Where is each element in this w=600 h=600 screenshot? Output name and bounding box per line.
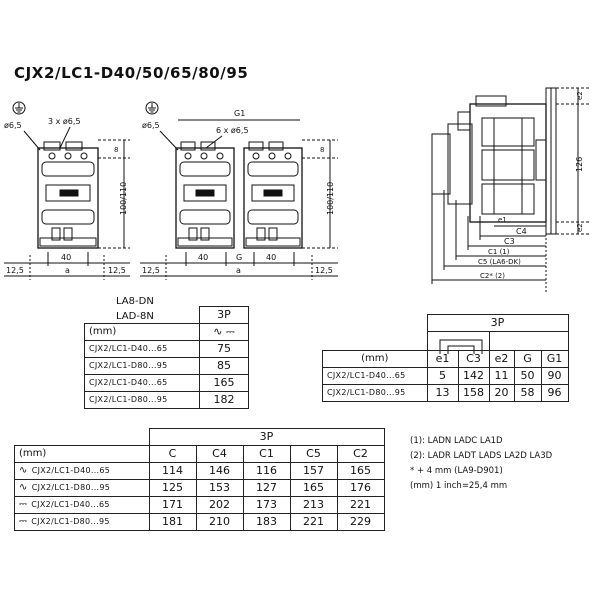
dim-c4-label: C4 [516,227,527,236]
phi-mount-label: ø6,5 [142,121,160,130]
phi-mount-label: ø6,5 [4,121,22,130]
table-row: CJX2/LC1-D40...65 75 [84,340,249,358]
dim-g-label: G [236,253,242,262]
ac-dc-icon: ∿ ⎓ [199,323,249,341]
dc-icon: ⎓ [19,516,28,527]
table-row: CJX2/LC1-D40...65 5 142 11 50 90 [322,367,569,385]
ac-icon: ∿ [19,465,28,476]
side-view: e2 126 e2 e1 C4 C3 C1 (1) C5 (LA6-DK) C2… [431,87,590,292]
phi-holes-label: 3 x ø6,5 [48,117,81,126]
dim-40-label: 40 [198,253,208,262]
dim-side-right-label: 12,5 [108,266,126,275]
footnotes: (1): LADN LADC LA1D (2): LADR LADT LADS … [410,434,552,494]
dim-8-label: 8 [114,146,118,154]
dim-e1-label: e1 [498,216,507,224]
accessory-labels: LA8-DN LAD-8N [116,294,154,324]
dim-c1-label: C1 (1) [488,248,510,256]
dim-side-left-label: 12,5 [142,266,160,275]
footnote: (2): LADR LADT LADS LA2D LA3D [410,451,553,461]
dim-8-label: 8 [320,146,324,154]
dim-side-right-label: 12,5 [315,266,333,275]
accessory-label: LAD-8N [116,311,154,322]
phi-holes-label: 6 x ø6,5 [216,126,249,135]
table-top-right: 3P (mm) e1 C3 e2 G G1 CJX2/LC1-D40...65 … [322,314,569,402]
unit-label: (mm) [14,445,150,463]
accessory-label: LA8-DN [116,296,154,307]
dim-a-label: a [236,266,241,275]
table-bottom: 3P (mm) C C4 C1 C5 C2 ∿CJX2/LC1-D40...65… [14,428,385,531]
table-row: CJX2/LC1-D80...95 13 158 20 58 96 [322,384,569,402]
header-3p: 3P [426,314,569,332]
dim-c3-label: C3 [504,237,515,246]
dim-126-label: 126 [575,157,584,172]
dim-40b-label: 40 [266,253,276,262]
dim-height-label: 100/110 [326,182,335,215]
header-3p: 3P [199,306,249,324]
table-row: ⎓CJX2/LC1-D80...95 181 210 183 221 229 [14,513,385,531]
ground-icon [145,101,159,115]
table-row: CJX2/LC1-D80...95 85 [84,357,249,375]
g1-label: G1 [234,109,245,118]
dim-40-label: 40 [61,253,71,262]
dim-a-label: a [65,266,70,275]
header-3p: 3P [148,428,385,446]
dim-side-left-label: 12,5 [6,266,24,275]
footnote: (mm) 1 inch=25,4 mm [410,481,508,491]
dim-e2-bottom-label: e2 [576,223,584,232]
dim-height-label: 100/110 [119,182,128,215]
dim-c2-label: C2* (2) [480,272,505,280]
unit-label: (mm) [322,350,428,368]
table-row: CJX2/LC1-D40...65 165 [84,374,249,392]
front-view-right: ø6,5 G1 6 x ø6,5 8 100/110 [140,101,338,280]
footnote: (1): LADN LADC LA1D [410,436,503,446]
footnote: * + 4 mm (LA9-D901) [410,466,503,476]
ground-icon [12,101,26,115]
table-row: ⎓CJX2/LC1-D40...65 171 202 173 213 221 [14,496,385,514]
ac-icon: ∿ [19,482,28,493]
table-row: ∿CJX2/LC1-D80...95 125 153 127 165 176 [14,479,385,497]
dim-e2-top-label: e2 [576,91,584,100]
front-view-left: ø6,5 3 x ø6,5 8 100/110 40 a 12,5 12,5 [4,101,130,280]
page-title: CJX2/LC1-D40/50/65/80/95 [14,64,249,82]
table-top-left: 3P (mm) ∿ ⎓ CJX2/LC1-D40...65 75 CJX2/LC… [84,306,249,409]
table-row: CJX2/LC1-D80...95 182 [84,391,249,409]
dc-icon: ⎓ [19,499,28,510]
dim-c5-label: C5 (LA6-DK) [478,258,521,266]
table-row: ∿CJX2/LC1-D40...65 114 146 116 157 165 [14,462,385,480]
unit-label: (mm) [84,323,200,341]
